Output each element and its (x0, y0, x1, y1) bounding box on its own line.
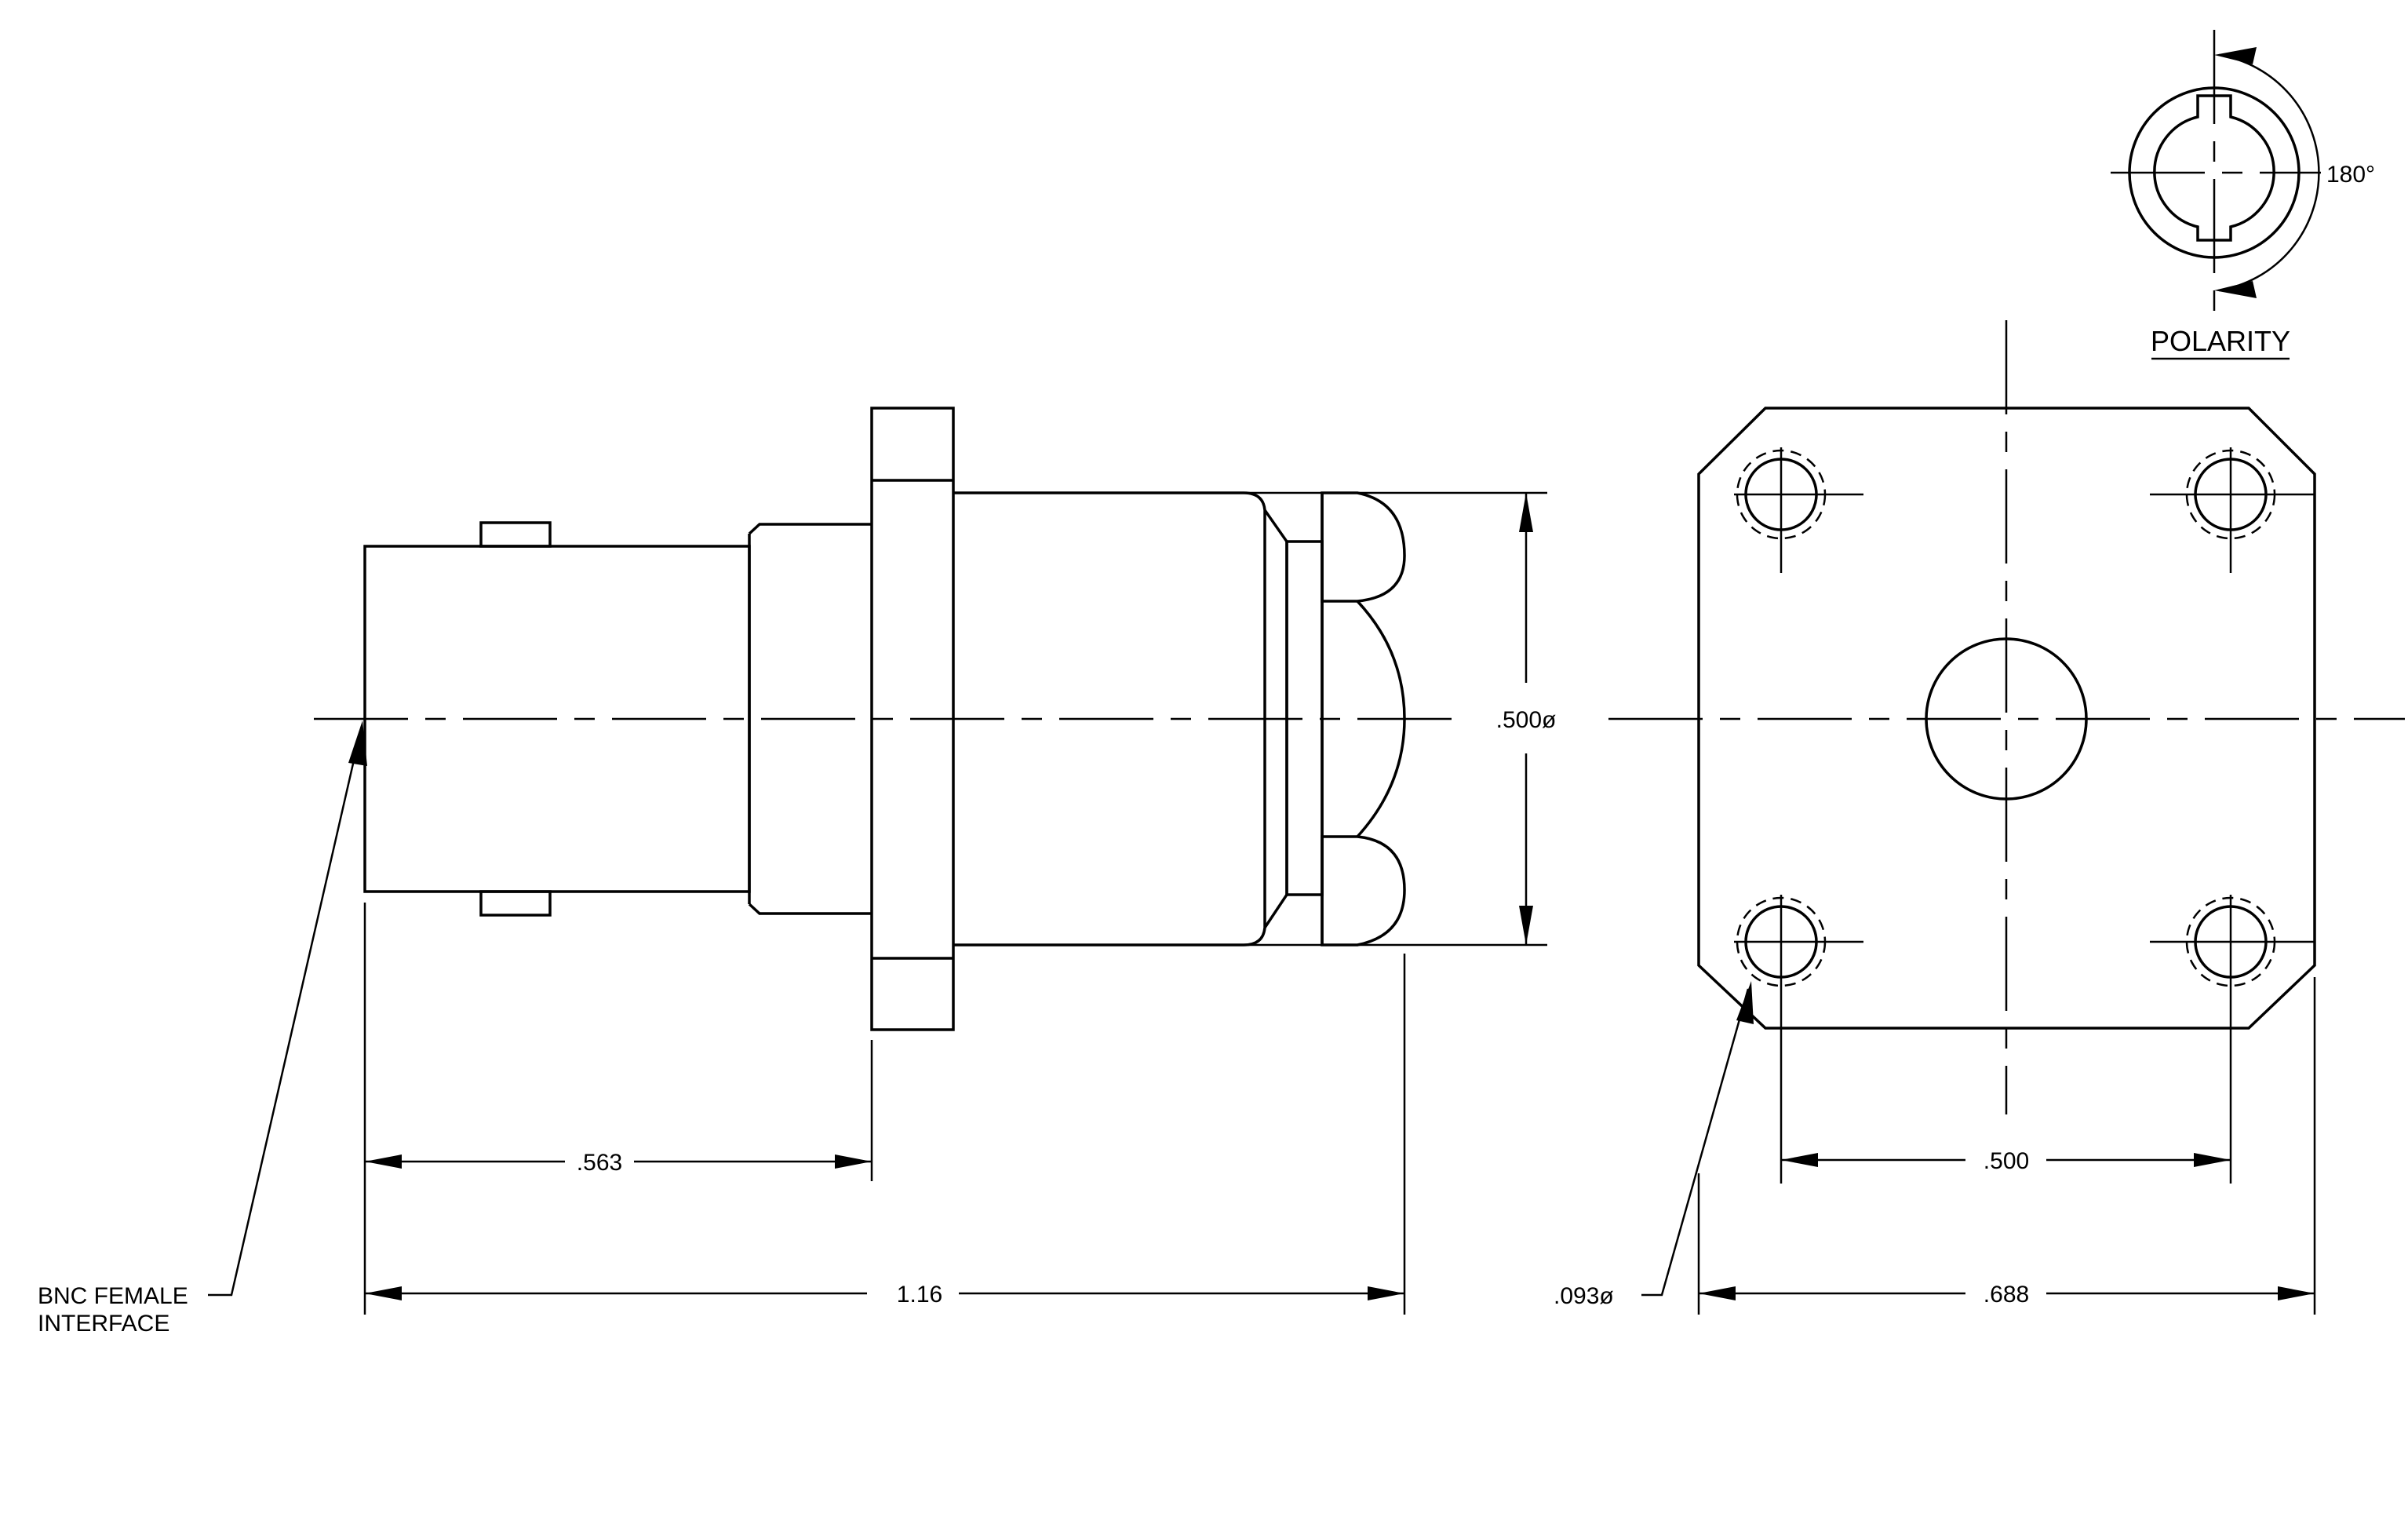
dim-563: .563 (577, 1150, 622, 1176)
bnc-female-label-line2: INTERFACE (38, 1311, 169, 1337)
polarity-rotation-arrow (2218, 53, 2320, 292)
polarity-title: POLARITY (2151, 325, 2290, 357)
front-dimensions: .500 .688 .093ø (1554, 977, 2316, 1315)
bayonet-pin-bottom (479, 890, 552, 917)
polarity-angle: 180° (2326, 162, 2375, 188)
front-view (1608, 320, 2405, 1184)
mounting-hole-br (2150, 895, 2315, 1184)
bnc-female-label-line1: BNC FEMALE (38, 1283, 188, 1309)
polarity-detail: 180° POLARITY (2111, 30, 2381, 360)
dim-500-spacing: .500 (1984, 1148, 2029, 1174)
polarity-inner-keyed (2153, 94, 2275, 242)
flange-outline (1697, 407, 2316, 1030)
side-view (314, 407, 1452, 1031)
mounting-hole-tl (1734, 447, 1863, 573)
dim-500-diameter: .500ø (1496, 707, 1557, 733)
rear-cap (1321, 491, 1406, 603)
mounting-hole-tr (2150, 447, 2315, 573)
bayonet-pin-top (479, 521, 552, 548)
dim-116: 1.16 (897, 1282, 942, 1308)
dim-688: .688 (1984, 1282, 2029, 1308)
neck (748, 523, 872, 915)
dim-093-diameter: .093ø (1554, 1283, 1614, 1309)
side-dimensions: .563 1.16 .500ø BNC FEMALE INTERFACE (38, 491, 1557, 1337)
mounting-hole-bl (1734, 895, 1863, 1184)
